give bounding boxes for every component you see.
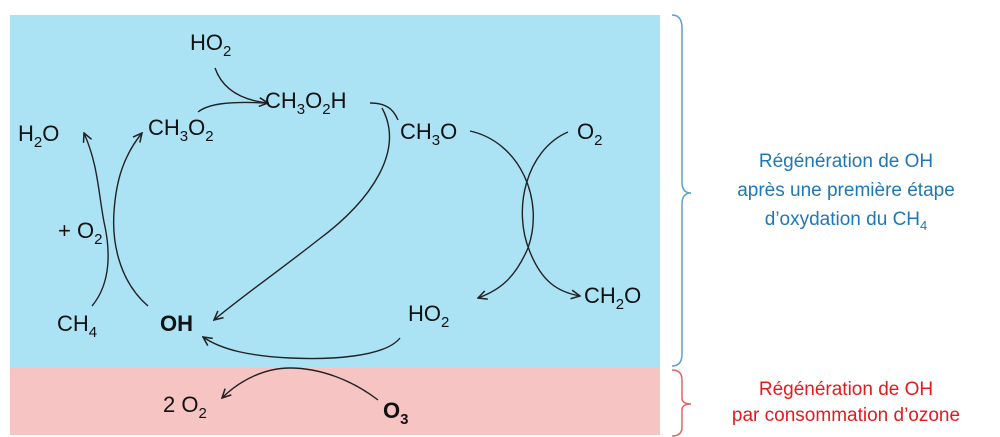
upper-annotation-line3: d’oxydation du CH4: [765, 209, 928, 233]
arrow-ch3o-to-ho2: [469, 130, 534, 298]
upper-annotation-line2: après une première étape: [737, 180, 955, 201]
arrow-ch3o2-to-ch3o2h: [197, 101, 267, 113]
species-oh: OH: [160, 311, 193, 336]
species-h2o: H2O: [18, 121, 59, 151]
species-ho2-top: HO2: [190, 30, 231, 60]
lower-annotation-line2: par consommation d’ozone: [732, 405, 960, 426]
species-o2-right: O2: [577, 119, 602, 149]
arrow-ch3o2h-to-ch3o: [369, 102, 399, 121]
arrow-oh-to-ch3o2: [112, 133, 149, 307]
species-ch3o2: CH3O2: [148, 115, 214, 145]
upper-annotation: Régénération de OH après une première ét…: [737, 151, 955, 233]
species-two-o2: 2 O2: [163, 392, 207, 422]
species-o3: O3: [383, 398, 408, 428]
arrow-ho2-to-oh: [203, 337, 401, 360]
upper-brace: [671, 14, 692, 367]
species-ch3o: CH3O: [400, 119, 457, 149]
upper-annotation-line1: Régénération de OH: [759, 151, 933, 172]
lower-brace: [671, 369, 692, 437]
lower-annotation: Régénération de OH par consommation d’oz…: [732, 379, 960, 426]
species-ch3o2h: CH3O2H: [265, 88, 346, 118]
lower-annotation-line1: Régénération de OH: [759, 379, 933, 400]
arrow-ch3o2h-to-oh: [214, 107, 391, 320]
arrows: [84, 67, 580, 401]
species-plus-o2: + O2: [58, 218, 102, 248]
lower-region: [10, 368, 660, 435]
species-ch2o: CH2O: [584, 283, 641, 313]
arrow-o2-to-ch2o: [521, 131, 580, 296]
arrow-ch4-to-h2o: [84, 133, 109, 307]
arrow-ho2-to-ch3o2h: [214, 67, 268, 103]
species-ch4: CH4: [57, 311, 97, 341]
species-ho2-mid: HO2: [408, 301, 449, 331]
arrow-o3-to-two-o2: [222, 367, 379, 401]
upper-region: [10, 15, 660, 368]
